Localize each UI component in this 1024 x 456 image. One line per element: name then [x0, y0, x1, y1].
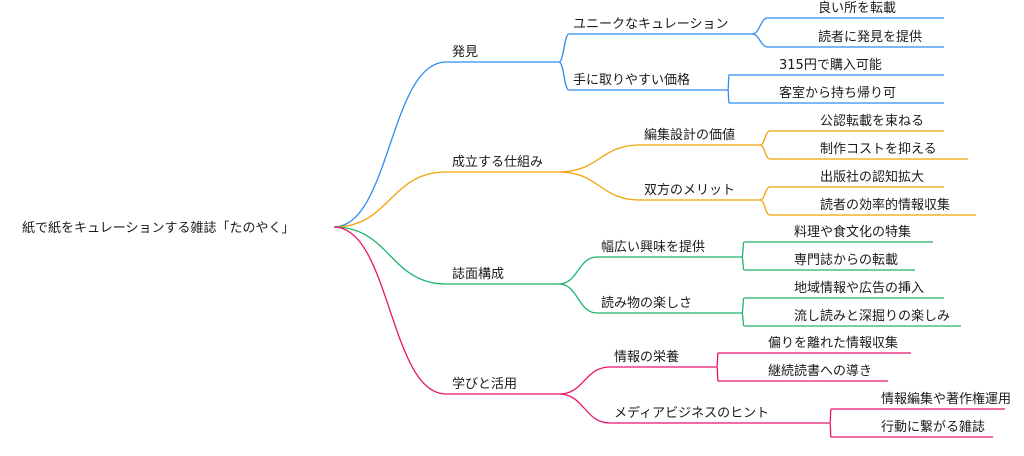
leaf-2-2-2-label[interactable]: 読者の効率的情報収集 — [820, 197, 950, 213]
edge-branch-2-to-topic-1 — [558, 144, 641, 173]
branch-1-label[interactable]: 発見 — [452, 45, 478, 60]
edge-branch-3-to-topic-1 — [558, 256, 598, 285]
edge-branch-4-to-topic-1 — [558, 366, 611, 395]
leaf-3-2-1-label[interactable]: 地域情報や広告の挿入 — [794, 281, 924, 296]
edge-topic-3-1-to-leaf-2 — [741, 256, 745, 271]
edge-topic-1-1-to-leaf-1 — [751, 17, 769, 35]
leaf-4-1-2-label[interactable]: 継続読書への導き — [768, 363, 872, 379]
edge-root-to-branch-1 — [333, 61, 447, 228]
edge-topic-2-2-to-leaf-2 — [759, 199, 771, 216]
topic-4-2-label[interactable]: メディアビジネスのヒント — [614, 405, 769, 421]
edge-topic-1-1-to-leaf-2 — [751, 33, 769, 48]
topic-1-1-label[interactable]: ユニークなキュレーション — [573, 17, 728, 32]
topic-3-2-label[interactable]: 読み物の楽しさ — [601, 295, 692, 311]
leaf-3-2-2-label[interactable]: 流し読みと深掘りの楽しみ — [794, 308, 950, 324]
edge-branch-2-to-topic-2 — [558, 171, 641, 201]
leaf-1-1-1-label[interactable]: 良い所を転載 — [818, 0, 896, 16]
topic-4-1-label[interactable]: 情報の栄養 — [614, 349, 679, 365]
leaf-2-1-2-label[interactable]: 制作コストを抑える — [820, 142, 937, 157]
edge-topic-3-2-to-leaf-2 — [741, 312, 745, 327]
edge-root-to-branch-4 — [333, 226, 447, 395]
edge-root-to-branch-3 — [333, 226, 447, 285]
leaf-3-1-2-label[interactable]: 専門誌からの転載 — [794, 252, 898, 268]
edge-topic-3-1-to-leaf-1 — [741, 241, 745, 258]
branch-2-label[interactable]: 成立する仕組み — [452, 155, 543, 170]
edge-branch-1-to-topic-2 — [558, 61, 570, 91]
nodes-layer: 紙で紙をキュレーションする雑誌「たのやく」 発見 ユニークなキュレーション 良い所を転… — [22, 0, 1011, 435]
edge-topic-4-1-to-leaf-1 — [716, 352, 719, 368]
leaf-4-2-1-label[interactable]: 情報編集や著作権運用 — [881, 391, 1011, 407]
leaf-2-2-1-label[interactable]: 出版社の認知拡大 — [820, 169, 924, 185]
topic-2-1-label[interactable]: 編集設計の価値 — [644, 127, 735, 143]
edge-topic-4-2-to-leaf-2 — [829, 422, 832, 438]
topic-1-2-label[interactable]: 手に取りやすい価格 — [573, 72, 690, 88]
branch-4-label[interactable]: 学びと活用 — [452, 376, 517, 392]
leaf-4-1-1-label[interactable]: 偏りを離れた情報収集 — [768, 335, 898, 351]
edge-topic-4-2-to-leaf-1 — [829, 408, 832, 424]
edge-topic-2-2-to-leaf-1 — [759, 186, 771, 201]
branch-3-label[interactable]: 誌面構成 — [452, 266, 504, 282]
edge-branch-3-to-topic-2 — [558, 283, 598, 314]
leaf-2-1-1-label[interactable]: 公認転載を束ねる — [820, 113, 924, 129]
edge-topic-1-2-to-leaf-2 — [727, 89, 730, 104]
leaf-3-1-1-label[interactable]: 料理や食文化の特集 — [794, 224, 911, 240]
edges-layer — [333, 17, 1005, 438]
edge-root-to-branch-2 — [333, 171, 447, 228]
edge-topic-2-1-to-leaf-1 — [759, 130, 771, 146]
edge-topic-3-2-to-leaf-1 — [741, 297, 745, 314]
leaf-1-1-2-label[interactable]: 読者に発見を提供 — [818, 29, 922, 45]
edge-topic-4-1-to-leaf-2 — [716, 366, 719, 382]
leaf-4-2-2-label[interactable]: 行動に繋がる雑誌 — [881, 419, 985, 435]
topic-3-1-label[interactable]: 幅広い興味を提供 — [601, 239, 705, 255]
edge-branch-4-to-topic-2 — [558, 393, 611, 424]
root-node-label[interactable]: 紙で紙をキュレーションする雑誌「たのやく」 — [22, 220, 294, 236]
topic-2-2-label[interactable]: 双方のメリット — [644, 182, 735, 198]
edge-topic-1-2-to-leaf-1 — [727, 74, 730, 91]
leaf-1-2-1-label[interactable]: 315円で購入可能 — [779, 58, 882, 73]
edge-topic-2-1-to-leaf-2 — [759, 144, 771, 160]
leaf-1-2-2-label[interactable]: 客室から持ち帰り可 — [779, 85, 896, 101]
edge-branch-1-to-topic-1 — [558, 33, 570, 63]
